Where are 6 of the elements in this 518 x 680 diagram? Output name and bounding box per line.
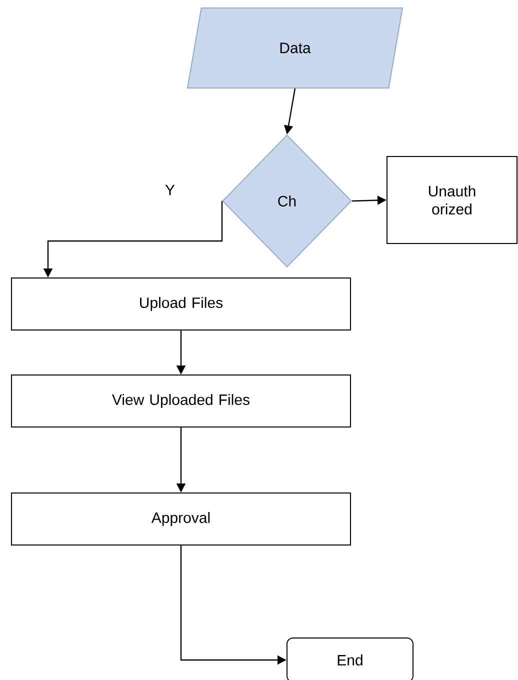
- edge-label: Y: [164, 184, 176, 196]
- process-box: View Uploaded Files: [11, 374, 351, 428]
- end-terminal: End: [286, 638, 414, 680]
- process-box: Unauth orized: [386, 156, 518, 244]
- process-box: Upload Files: [11, 278, 351, 330]
- process-box: Approval: [11, 492, 351, 546]
